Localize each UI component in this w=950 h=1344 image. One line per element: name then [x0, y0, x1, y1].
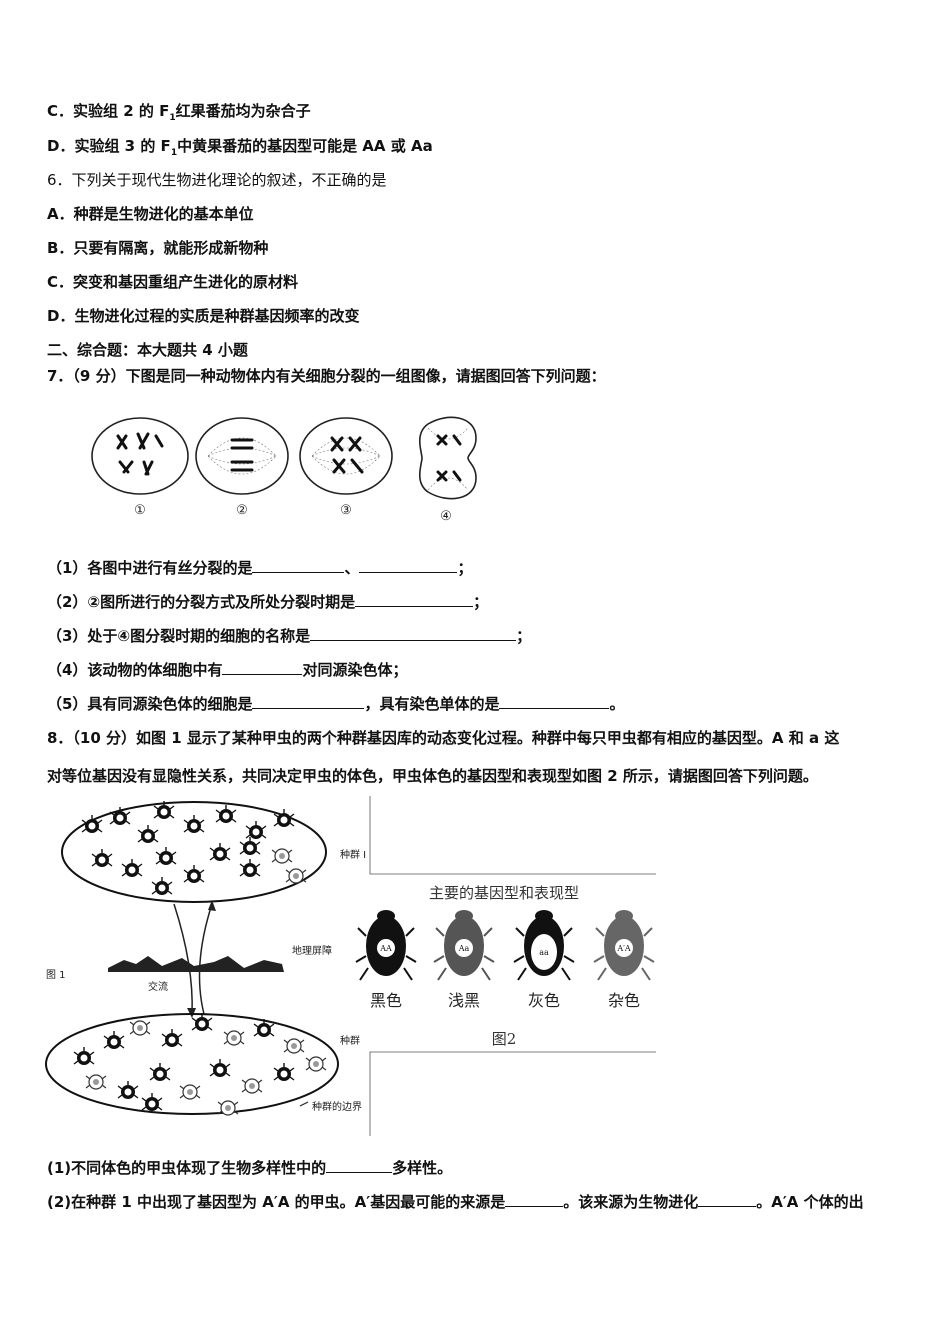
cell-label-1: ①	[134, 503, 146, 518]
question-8-line-1: 8．（10 分）如图 1 显示了某种甲虫的两个种群基因库的动态变化过程。种群中每…	[47, 729, 840, 747]
question-6: 6．下列关于现代生物进化理论的叙述，不正确的是	[47, 171, 387, 189]
beetle-population-figure: 种群 I 地理屏障 图 1 交流 种群 种群的边界 主要的基因型和表现型 AA …	[45, 796, 656, 1136]
boundary-label: 种群的边界	[312, 1100, 362, 1113]
figure-1-label: 图 1	[46, 969, 66, 981]
q7-sub-1: （1）各图中进行有丝分裂的是、；	[47, 559, 473, 577]
genotype-3: aa	[539, 948, 549, 957]
q7-sub-2: （2）②图所进行的分裂方式及所处分裂时期是；	[47, 593, 489, 611]
phenotype-4: 杂色	[608, 991, 640, 1010]
section-2-heading: 二、综合题：本大题共 4 小题	[47, 341, 248, 359]
q8-sub-1: (1)不同体色的甲虫体现了生物多样性中的多样性。	[47, 1159, 453, 1177]
phenotype-1: 黑色	[370, 991, 402, 1010]
q6-option-a: A．种群是生物进化的基本单位	[47, 205, 254, 223]
cell-label-4: ④	[440, 509, 452, 524]
question-8-line-2: 对等位基因没有显隐性关系，共同决定甲虫的体色，甲虫体色的基因型和表现型如图 2 …	[47, 767, 818, 785]
cell-division-figure: ① ② ③ ④	[91, 416, 477, 524]
cell-label-2: ②	[236, 503, 248, 518]
phenotype-2: 浅黑	[448, 991, 480, 1010]
population-2-label: 种群	[340, 1034, 360, 1047]
option-c-line: C．实验组 2 的 F1红果番茄均为杂合子	[47, 102, 311, 123]
genotype-2: Aa	[458, 944, 470, 953]
q6-option-c: C．突变和基因重组产生进化的原材料	[47, 273, 299, 291]
q7-sub-5: （5）具有同源染色体的细胞是，具有染色单体的是。	[47, 695, 625, 713]
population-1-label: 种群 I	[340, 848, 366, 861]
q7-sub-3: （3）处于④图分裂时期的细胞的名称是；	[47, 627, 532, 645]
q6-option-b: B．只要有隔离，就能形成新物种	[47, 239, 269, 257]
cell-label-3: ③	[340, 503, 352, 518]
exchange-label: 交流	[148, 980, 168, 993]
q6-option-d: D．生物进化过程的实质是种群基因频率的改变	[47, 307, 360, 325]
question-7: 7．（9 分）下图是同一种动物体内有关细胞分裂的一组图像，请据图回答下列问题：	[47, 367, 606, 385]
phenotype-3: 灰色	[528, 991, 560, 1010]
figure-2-title: 主要的基因型和表现型	[429, 884, 579, 902]
q7-sub-4: （4）该动物的体细胞中有对同源染色体；	[47, 661, 408, 679]
option-d-line: D．实验组 3 的 F1中黄果番茄的基因型可能是 AA 或 Aa	[47, 137, 433, 158]
genotype-4: A′A	[616, 944, 631, 953]
genotype-1: AA	[379, 944, 392, 953]
figure-2-label: 图2	[492, 1030, 517, 1048]
q8-sub-2: (2)在种群 1 中出现了基因型为 A′A 的甲虫。A′基因最可能的来源是。该来…	[47, 1193, 864, 1211]
barrier-label: 地理屏障	[292, 944, 332, 957]
